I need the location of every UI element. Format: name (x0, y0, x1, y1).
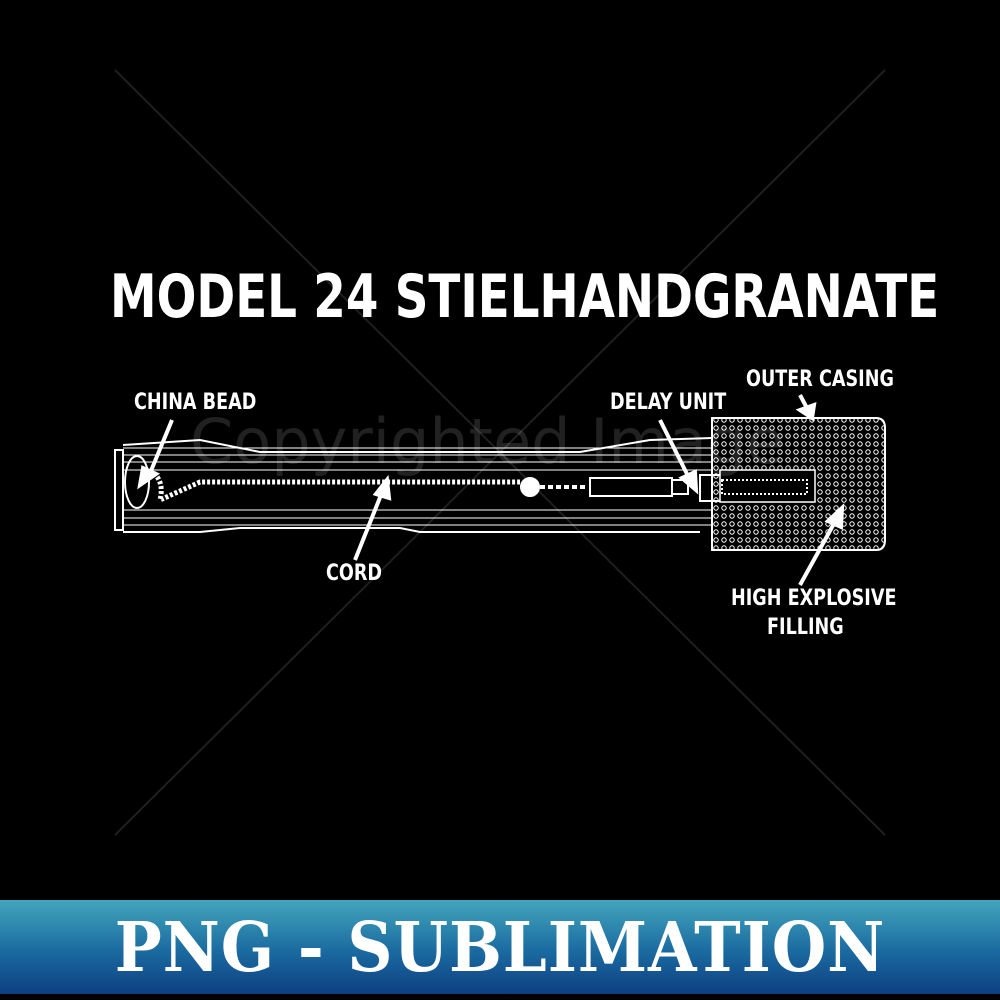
banner-text: PNG - SUBLIMATION (114, 908, 886, 988)
label-high-explosive: HIGH EXPLOSIVE (731, 586, 897, 611)
label-filling: FILLING (767, 615, 844, 640)
leader-arrows (137, 394, 845, 586)
handle (114, 437, 808, 533)
label-delay-unit: DELAY UNIT (610, 390, 727, 415)
label-cord: CORD (326, 561, 383, 586)
watermark: Copyrighted Image (190, 405, 785, 478)
label-china-bead: CHINA BEAD (134, 390, 257, 415)
diagram-title: MODEL 24 STIELHANDGRANATE (110, 262, 940, 332)
label-outer-casing: OUTER CASING (746, 367, 894, 392)
sublimation-banner: PNG - SUBLIMATION (0, 900, 1000, 994)
